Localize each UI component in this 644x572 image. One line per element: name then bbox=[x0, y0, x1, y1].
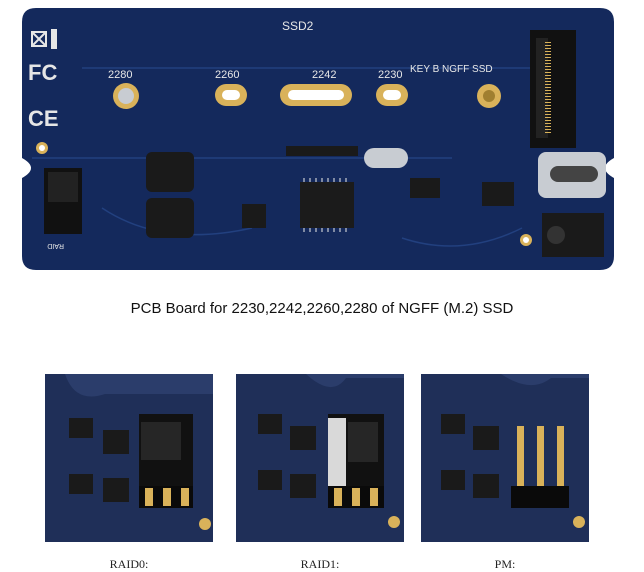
ic-small-1 bbox=[242, 204, 266, 228]
thumb-raid0 bbox=[45, 374, 213, 542]
inductor-bottom bbox=[146, 198, 194, 238]
compliance-logos: FC CE bbox=[28, 29, 59, 131]
ssd-label: SSD2 bbox=[282, 19, 314, 33]
pcb-outline bbox=[22, 8, 614, 270]
pcb-right-notch bbox=[605, 158, 614, 178]
slot-label-2230: 2230 bbox=[378, 69, 402, 81]
thumb-pm bbox=[421, 374, 589, 542]
slot-label-2260: 2260 bbox=[215, 69, 239, 81]
svg-text:FC: FC bbox=[28, 60, 57, 85]
header-strip bbox=[286, 146, 358, 156]
slot-label-2280: 2280 bbox=[108, 69, 132, 81]
ic-small-3 bbox=[482, 182, 514, 206]
key-b-label: KEY B NGFF SSD bbox=[410, 64, 493, 75]
inductor-top bbox=[146, 152, 194, 192]
slot-label-2242: 2242 bbox=[312, 69, 336, 81]
figure-caption: PCB Board for 2230,2242,2260,2280 of NGF… bbox=[130, 300, 514, 317]
thumb-raid1 bbox=[236, 374, 404, 542]
controller-chip bbox=[300, 182, 354, 228]
svg-text:CE: CE bbox=[28, 106, 59, 131]
crystal-oscillator bbox=[364, 148, 408, 168]
pcb-left-notch bbox=[22, 158, 31, 178]
pcb-board-image: FC CE SSD2 2280 2260 2242 2230 KEY B NGF… bbox=[22, 8, 614, 270]
label-pm: PM: bbox=[494, 557, 516, 571]
label-raid0: RAID0: bbox=[109, 557, 149, 571]
label-raid1: RAID1: bbox=[300, 557, 340, 571]
ic-small-2 bbox=[410, 178, 440, 198]
raid-silkscreen: RAID bbox=[47, 242, 64, 249]
